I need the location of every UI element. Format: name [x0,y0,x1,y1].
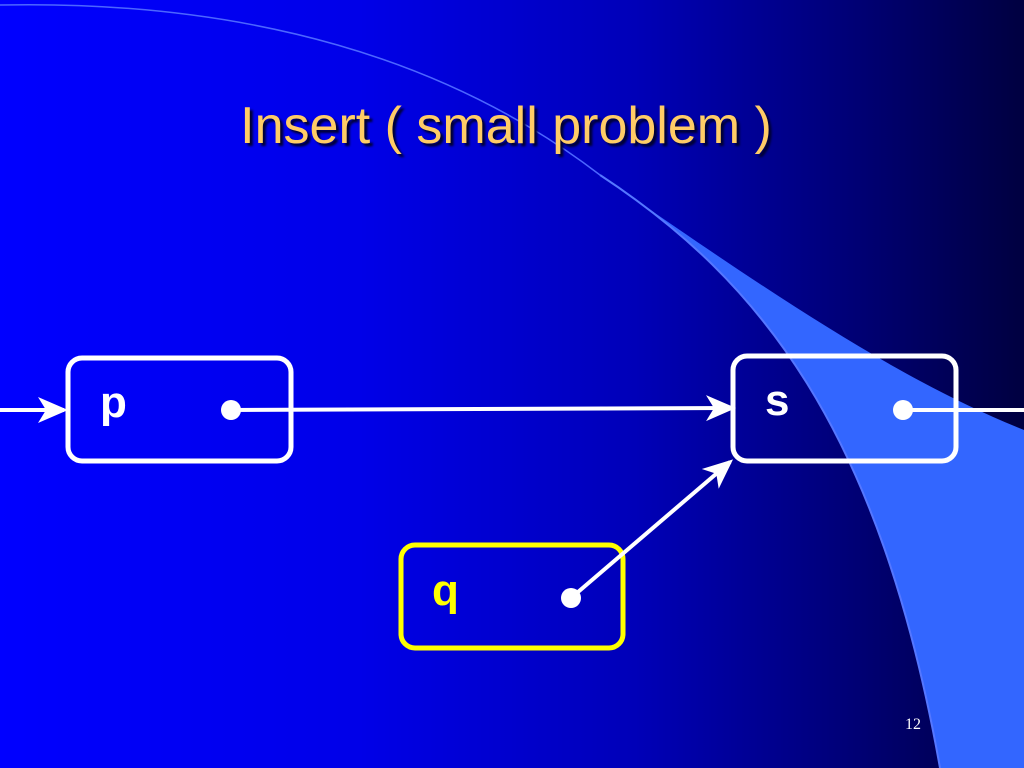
background-arc [0,3,601,176]
edge-q-to-s [569,459,734,600]
background-swoosh [600,175,1024,768]
node-q-box [398,542,626,651]
node-p-label: p [100,378,127,427]
background-swoosh-edge [599,174,941,768]
edge-p-to-s [230,395,736,422]
page-number: 12 [905,716,921,733]
node-q-label: q [432,566,459,615]
node-s-label: s [765,376,790,425]
slide-title: Insert ( small problem ) [240,97,772,155]
